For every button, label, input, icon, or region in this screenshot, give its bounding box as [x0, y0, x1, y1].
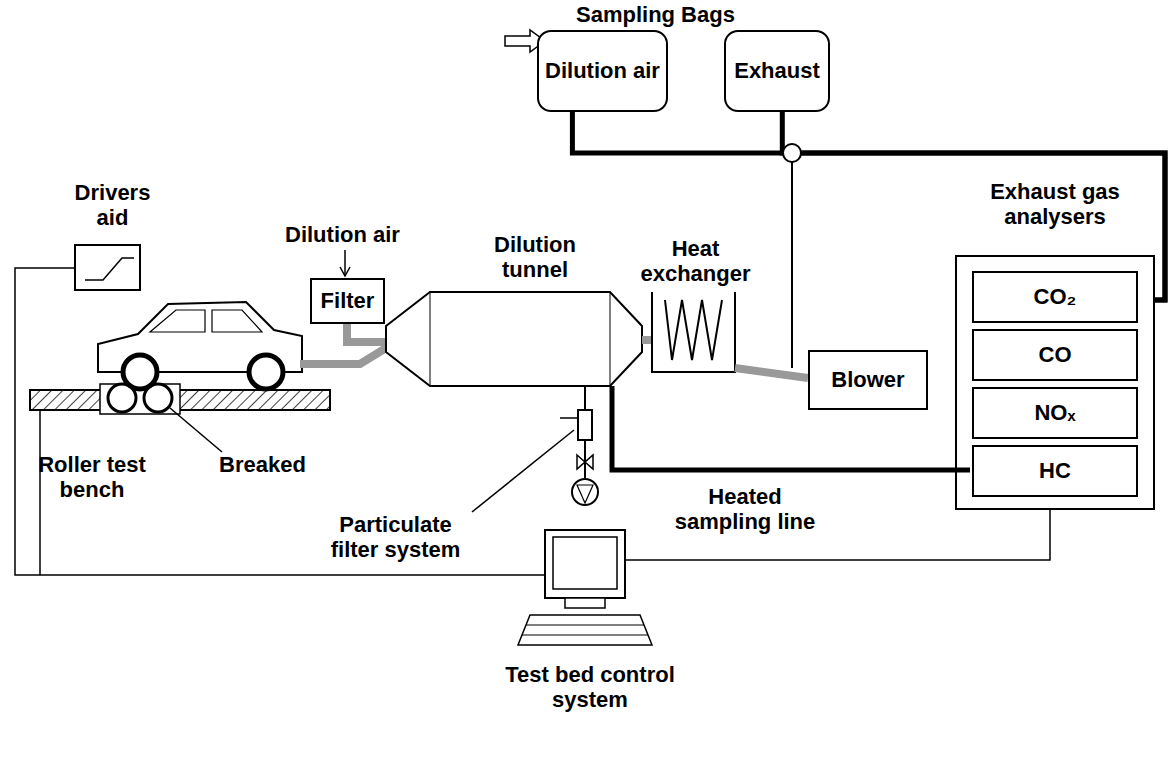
- blower-box: Blower: [808, 350, 928, 410]
- dilution-air-arrow: [344, 250, 346, 276]
- analyser-box: CO₂: [972, 271, 1138, 323]
- analyser-box: NOₓ: [972, 387, 1138, 439]
- part-label: Test bed control system: [495, 662, 685, 713]
- particulate-line: [584, 440, 586, 478]
- control-wire: [39, 410, 41, 575]
- box-label: Blower: [831, 367, 904, 392]
- car-window: [150, 310, 262, 332]
- tunnel-seam: [610, 292, 611, 386]
- dilution-tunnel: [386, 292, 642, 386]
- part-label: Particulate filter system: [318, 512, 473, 563]
- part-label: Breaked: [219, 452, 306, 477]
- box-label: Dilution air: [545, 58, 660, 83]
- box-label: CO₂: [1034, 284, 1077, 309]
- box-label: Exhaust: [734, 58, 820, 83]
- ramp-icon: [85, 258, 134, 280]
- analyser-box: HC: [972, 445, 1138, 497]
- analyser-box: CO: [972, 329, 1138, 381]
- computer-base: [565, 598, 605, 608]
- valve-symbol: [577, 455, 593, 469]
- particulate-filter: [578, 410, 592, 440]
- particulate-tick: [560, 417, 578, 419]
- tunnel-pipe: [642, 336, 652, 344]
- blower-pipe: [735, 368, 808, 378]
- drivers-aid-monitor: [75, 245, 140, 290]
- tunnel-seam: [430, 292, 431, 386]
- box-label: Filter: [321, 288, 375, 313]
- box-label: CO: [1039, 342, 1072, 367]
- part-label: Drivers aid: [65, 180, 160, 231]
- wheel: [123, 355, 157, 389]
- pump-symbol: [572, 479, 598, 505]
- part-label: Dilution tunnel: [480, 232, 590, 283]
- sampling-bag: Exhaust: [724, 30, 830, 112]
- filter-pipe: [347, 324, 386, 342]
- sampling-bag: Dilution air: [537, 30, 668, 112]
- analyser-rack: Exhaust gas analysersCO₂CONOₓHC: [955, 255, 1155, 510]
- keyboard-keys: [522, 635, 648, 636]
- part-label: Dilution air: [285, 222, 400, 247]
- box-label: HC: [1039, 458, 1071, 483]
- heat-exchanger-coil: [665, 300, 722, 360]
- part-label: Roller test bench: [27, 452, 157, 503]
- selector-valve: [783, 144, 801, 162]
- particulate-leader: [472, 430, 574, 512]
- exhaust-pipe: [300, 348, 386, 364]
- box-label: NOₓ: [1034, 400, 1075, 425]
- wheel: [249, 355, 283, 389]
- keyboard: [518, 615, 652, 645]
- keyboard-keys: [526, 625, 644, 626]
- part-label: Sampling Bags: [576, 2, 735, 27]
- computer-monitor: [545, 530, 625, 598]
- particulate-line: [584, 386, 586, 410]
- filter-box: Filter: [310, 278, 385, 324]
- breaked-leader: [170, 408, 222, 452]
- part-label: Heat exchanger: [633, 236, 758, 287]
- part-label: Heated sampling line: [665, 484, 825, 535]
- heat-exchanger: [652, 292, 735, 372]
- pump-triangle: [577, 485, 593, 503]
- computer-screen: [553, 537, 617, 589]
- valve-line: [791, 162, 793, 368]
- rack-heading: Exhaust gas analysers: [947, 179, 1163, 230]
